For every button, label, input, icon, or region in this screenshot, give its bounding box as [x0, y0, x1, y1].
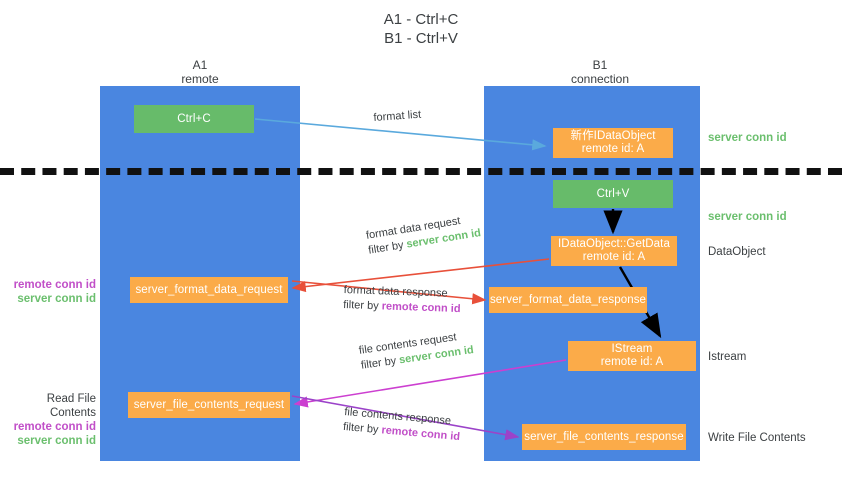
filter-value-remote-conn-id: remote conn id — [381, 300, 461, 316]
node-ctrl-c[interactable]: Ctrl+C — [134, 105, 254, 133]
edge-label-line1: format list — [373, 108, 422, 124]
edge-label-format-list: format list — [373, 108, 422, 126]
node-server-format-data-request[interactable]: server_format_data_request — [130, 277, 288, 303]
node-server-file-contents-response[interactable]: server_file_contents_response — [522, 424, 686, 450]
annotation-server-conn-id-bottom: server conn id — [17, 435, 96, 447]
column-header-b1: B1 connection — [570, 58, 630, 86]
annotation-remote-conn-id-bottom: remote conn id — [13, 421, 96, 433]
node-server-file-contents-request[interactable]: server_file_contents_request — [128, 392, 290, 418]
node-ctrl-v[interactable]: Ctrl+V — [553, 180, 673, 208]
annotation-remote-conn-id: remote conn id — [13, 279, 96, 291]
annotation-istream: Istream — [708, 351, 747, 363]
node-idataobject-getdata[interactable]: IDataObject::GetData remote id: A — [551, 236, 677, 266]
annotation-server-conn-id: server conn id — [17, 293, 96, 305]
filter-prefix: filter by — [360, 354, 401, 372]
annotation-dataobject: DataObject — [708, 246, 766, 258]
filter-prefix: filter by — [342, 420, 382, 437]
edge-label-file-contents-request: file contents request filter by server c… — [358, 328, 475, 374]
column-header-a1: A1 remote — [181, 58, 219, 86]
edge-label-format-data-response: format data response filter by remote co… — [343, 283, 461, 317]
node-idataobject[interactable]: 新作IDataObject remote id: A — [553, 128, 673, 158]
node-server-format-data-response[interactable]: server_format_data_response — [489, 287, 647, 313]
annotation-server-conn-id-mid: server conn id — [708, 211, 787, 223]
phase-divider — [0, 168, 842, 175]
edge-label-file-contents-response: file contents response filter by remote … — [342, 405, 462, 445]
annotation-conn-ids-middle: remote conn id server conn id — [0, 278, 96, 306]
annotation-read-file-contents-block: Read File Contents remote conn id server… — [0, 392, 96, 448]
filter-prefix: filter by — [343, 298, 382, 313]
edge-label-filter: filter by remote conn id — [343, 298, 461, 317]
edge-label-format-data-request: format data request filter by server con… — [365, 211, 482, 258]
annotation-server-conn-id-top: server conn id — [708, 132, 787, 144]
node-istream[interactable]: IStream remote id: A — [568, 341, 696, 371]
annotation-write-file-contents: Write File Contents — [708, 432, 806, 444]
annotation-read-file-contents: Read File Contents — [46, 393, 96, 419]
page-title: A1 - Ctrl+C B1 - Ctrl+V — [383, 11, 459, 47]
